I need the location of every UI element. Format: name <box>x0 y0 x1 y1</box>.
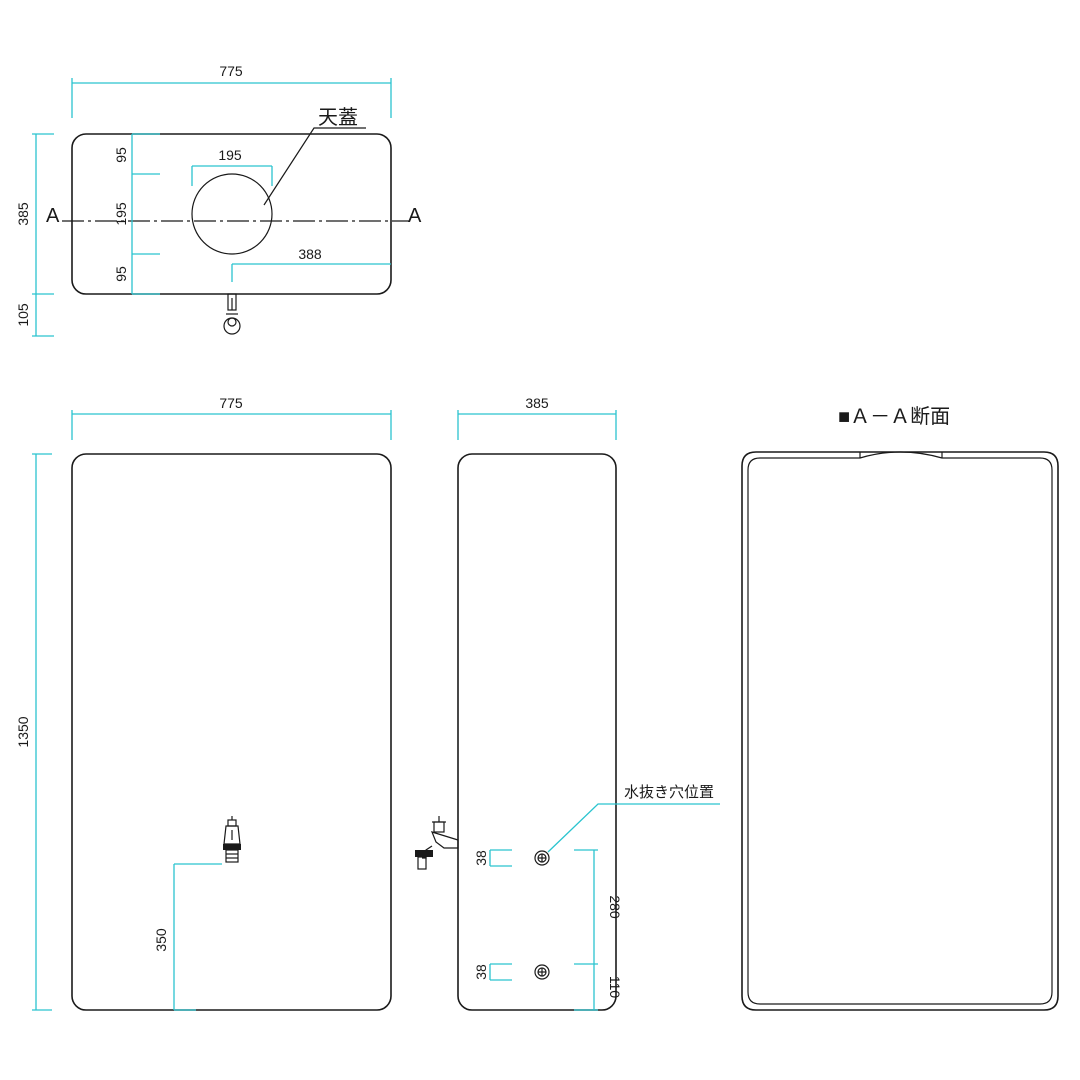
svg-text:280: 280 <box>607 895 623 919</box>
section-view: ■Ａ－Ａ断面 <box>741 405 1059 1011</box>
svg-text:95: 95 <box>113 147 129 163</box>
faucet-side-icon <box>415 816 459 870</box>
faucet-top-icon <box>223 293 241 335</box>
lid-label: 天蓋 <box>318 106 358 129</box>
dim-top-width: 775 <box>71 63 392 118</box>
svg-text:1350: 1350 <box>15 716 31 747</box>
front-view-outline <box>71 453 392 1011</box>
top-view: 天蓋 A A 775 195 <box>15 63 422 337</box>
svg-text:350: 350 <box>153 928 169 952</box>
dim-hole-offsets: 95 195 95 <box>113 133 160 295</box>
dim-hole-upper: 38 <box>473 849 512 867</box>
drain-leader <box>547 803 720 853</box>
dim-side-width: 385 <box>457 395 617 440</box>
side-view: 水抜き穴位置 385 38 38 280 110 <box>415 395 720 1011</box>
dim-front-width: 775 <box>71 395 392 440</box>
svg-text:105: 105 <box>15 303 31 327</box>
front-view: 775 1350 350 <box>15 395 392 1011</box>
section-title: ■Ａ－Ａ断面 <box>838 405 950 428</box>
svg-text:195: 195 <box>218 147 242 163</box>
lid-leader <box>263 127 366 206</box>
svg-text:775: 775 <box>219 395 243 411</box>
dim-faucet-offset: 388 <box>231 246 391 282</box>
svg-text:38: 38 <box>473 964 489 980</box>
svg-text:110: 110 <box>607 976 623 999</box>
svg-text:775: 775 <box>219 63 243 79</box>
faucet-front-icon <box>223 816 241 863</box>
section-mark-right: A <box>408 205 422 227</box>
section-outer-wall <box>741 451 1059 1011</box>
dim-hole-spacing: 280 110 <box>574 849 623 1011</box>
drain-hole-upper-icon <box>534 850 550 866</box>
dim-hole-width: 195 <box>191 147 273 186</box>
dim-front-height: 1350 <box>15 453 52 1011</box>
dim-faucet-height: 350 <box>153 863 222 1011</box>
drain-label: 水抜き穴位置 <box>624 784 714 801</box>
section-inner-wall <box>747 451 1053 1005</box>
side-view-outline <box>457 453 617 1011</box>
lid-opening <box>191 173 273 255</box>
svg-text:38: 38 <box>473 850 489 866</box>
dim-hole-lower: 38 <box>473 963 512 981</box>
svg-text:385: 385 <box>15 202 31 226</box>
svg-text:95: 95 <box>113 266 129 282</box>
svg-text:195: 195 <box>113 202 129 226</box>
drain-hole-lower-icon <box>534 964 550 980</box>
section-mark-left: A <box>46 205 60 227</box>
dim-top-depth: 385 105 <box>15 133 54 337</box>
svg-text:385: 385 <box>525 395 549 411</box>
svg-text:388: 388 <box>298 246 322 262</box>
